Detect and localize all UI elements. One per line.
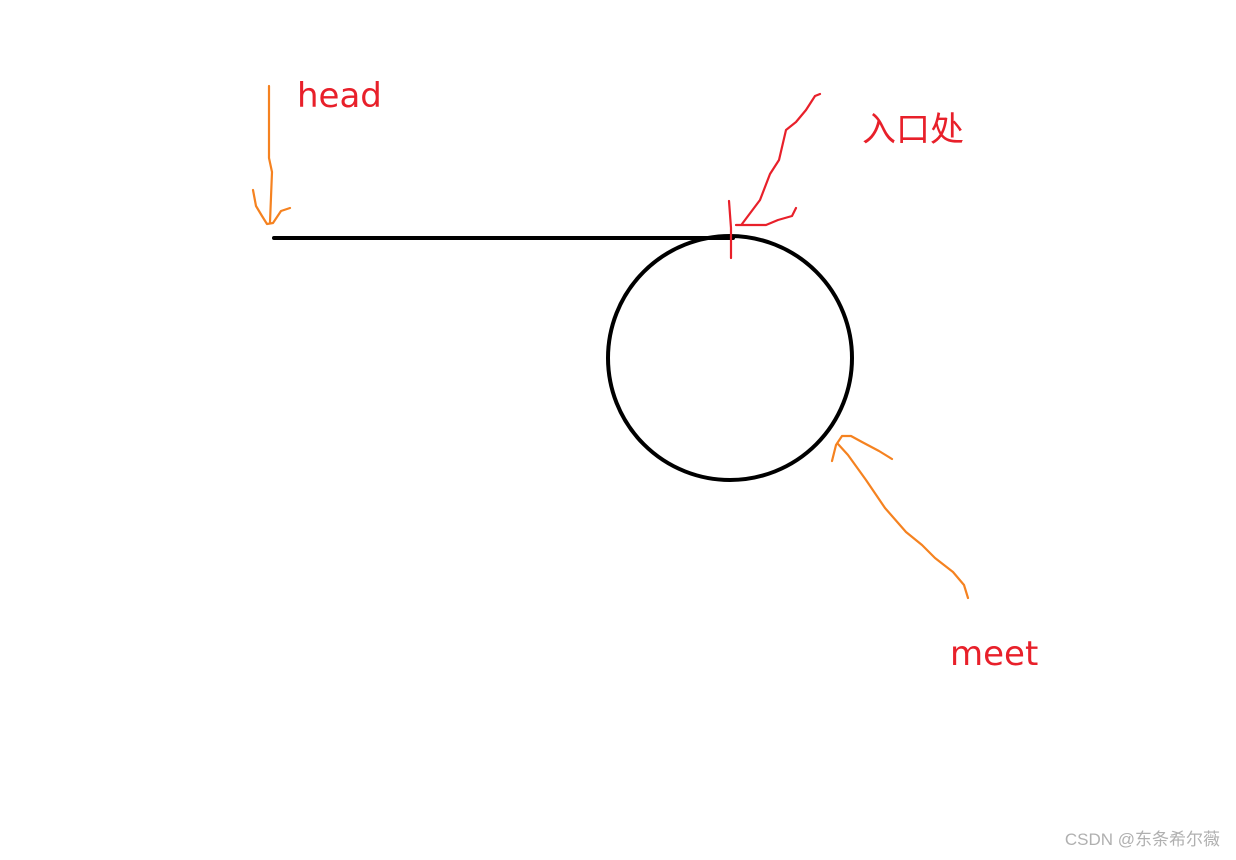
watermark: CSDN @东条希尔薇 [1064, 830, 1220, 849]
meet-arrow [830, 434, 970, 600]
head-label: head [297, 76, 382, 116]
cycle-circle [606, 234, 854, 482]
head-arrow [251, 84, 292, 226]
entrance-pointer [727, 92, 822, 260]
meet-label: meet [950, 634, 1039, 674]
entrance-label: 入口处 [862, 110, 964, 150]
